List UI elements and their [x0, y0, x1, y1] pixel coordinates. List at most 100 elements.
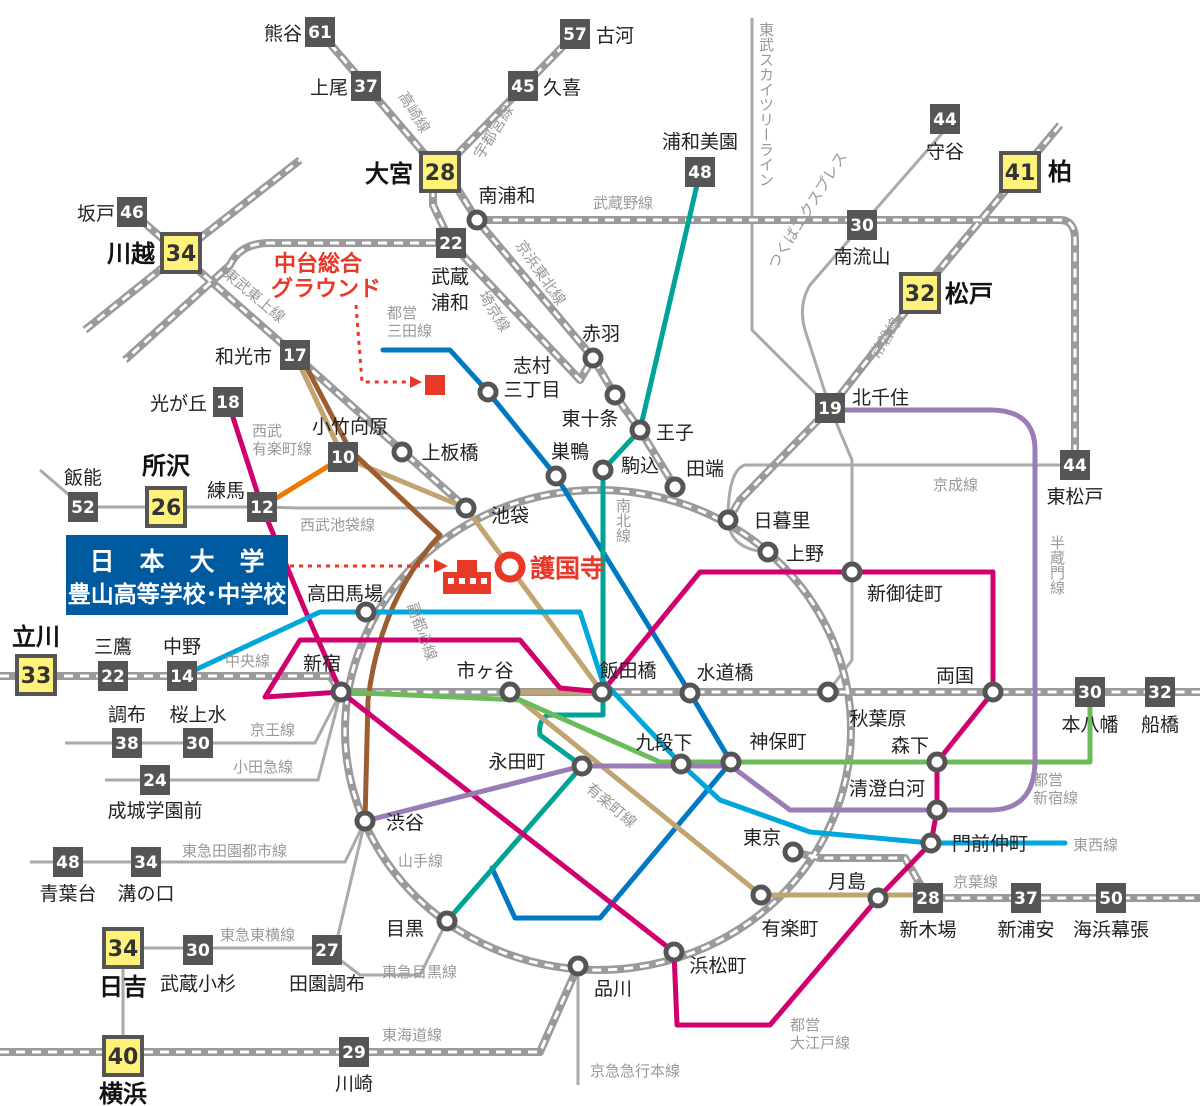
badge-minutes: 30: [850, 216, 874, 236]
station: 駒込: [592, 455, 659, 481]
ground-name-line1: 中台総合: [274, 251, 363, 277]
badge-minutes: 30: [186, 734, 210, 754]
badge-box: [102, 1035, 144, 1077]
station: 田端: [664, 458, 724, 498]
odakyu-line: [105, 691, 343, 782]
badge-box: [145, 486, 187, 528]
station-name: 王子: [656, 422, 694, 444]
line-label: 武蔵野線: [593, 194, 653, 212]
school-name-line2: 豊山高等学校･中学校: [68, 581, 288, 608]
badge-station-name: 小竹向原: [312, 416, 388, 438]
badge-station-name: 飯能: [64, 467, 102, 489]
badge-box: [183, 728, 213, 758]
fukutoshin-line: [297, 352, 443, 824]
station-marker-icon: [355, 601, 377, 623]
station-marker-icon: [629, 419, 651, 441]
station-marker-icon: [477, 381, 499, 403]
badge-station-name: 新木場: [899, 919, 956, 941]
badge-station-name: 溝の口: [117, 883, 174, 905]
station-marker-icon: [982, 681, 1004, 703]
badge-station-name: 東松戸: [1046, 486, 1103, 508]
station-marker-icon: [664, 476, 686, 498]
badge-minutes: 17: [283, 346, 307, 366]
badge-minutes: 34: [108, 937, 139, 962]
badge-station-name: 立川: [12, 623, 60, 651]
badge-minutes: 45: [511, 77, 535, 97]
line-label: 都営三田線: [387, 304, 432, 340]
station: 高田馬場: [307, 583, 383, 623]
badge-minutes: 34: [134, 853, 158, 873]
takasaki-line: [316, 29, 444, 175]
badge-minutes: 19: [818, 399, 842, 419]
station-name: 水道橋: [696, 662, 753, 684]
badge-station-name: 武蔵浦和: [431, 266, 469, 314]
badge-station-name: 中野: [163, 636, 201, 658]
badge-minutes: 50: [1099, 889, 1123, 909]
badge-station-name: 海浜幕張: [1073, 919, 1149, 941]
station-name: 田端: [686, 458, 724, 480]
station: 水道橋: [679, 662, 754, 704]
station: 両国: [936, 665, 1004, 703]
badge-station-name: 新浦安: [997, 919, 1054, 941]
badge-box: [560, 19, 590, 49]
station: 赤羽: [582, 323, 620, 369]
badge-box: [339, 1037, 369, 1067]
station-marker-icon: [436, 910, 458, 932]
badge-box: [53, 847, 83, 877]
badge-minutes: 61: [308, 23, 332, 43]
station: 新御徒町: [841, 561, 943, 605]
badge-station-name: 和光市: [215, 346, 272, 368]
badge-minutes: 57: [563, 25, 587, 45]
badge-box: [351, 71, 381, 101]
station: 王子: [629, 419, 694, 444]
station-name: 南浦和: [478, 185, 535, 207]
station-name: 月島: [828, 871, 866, 893]
badge-station-name: 成城学園前: [107, 800, 202, 822]
badge-minutes: 32: [1148, 683, 1172, 703]
station-name: 新御徒町: [867, 583, 943, 605]
school-building-icon: [443, 560, 491, 594]
station-marker-icon: [841, 561, 863, 583]
station-name: 浜松町: [689, 955, 746, 977]
station-marker-icon: [670, 753, 692, 775]
line-label: 都営大江戸線: [790, 1016, 850, 1052]
hanzomon-line: [362, 407, 1038, 824]
utsunomiya-line-dash: [438, 32, 577, 174]
station: 森下: [891, 735, 948, 773]
station-marker-icon: [926, 799, 948, 821]
station: 門前仲町: [920, 832, 1028, 855]
ground-marker: 中台総合 グラウンド: [271, 251, 445, 395]
station-marker-icon: [582, 347, 604, 369]
station: 上野: [757, 541, 824, 565]
badge-box: [1075, 677, 1105, 707]
line-label: 西武有楽町線: [252, 422, 312, 458]
station-marker-icon: [867, 887, 889, 909]
badge-minutes: 29: [342, 1043, 366, 1063]
badge-station-name: 横浜: [99, 1080, 147, 1106]
line-label: 埼京線: [475, 288, 514, 336]
station-name: 志村三丁目: [503, 355, 560, 401]
station: 月島: [828, 871, 889, 909]
minute-badge: 34 溝の口: [117, 847, 175, 905]
school-name-box: [66, 535, 288, 615]
badge-box: [15, 654, 57, 696]
line-label: 南北線: [614, 498, 632, 543]
tokaido-line-dash: [0, 965, 580, 1054]
musashino-line-dash: [477, 218, 1077, 465]
station-marker-icon: [455, 497, 477, 519]
badge-box: [140, 765, 170, 795]
station-name: 目黒: [386, 918, 424, 940]
badge-minutes: 27: [315, 941, 339, 961]
station-marker-icon: [757, 541, 779, 563]
tobu-skytree-line: [750, 18, 832, 410]
